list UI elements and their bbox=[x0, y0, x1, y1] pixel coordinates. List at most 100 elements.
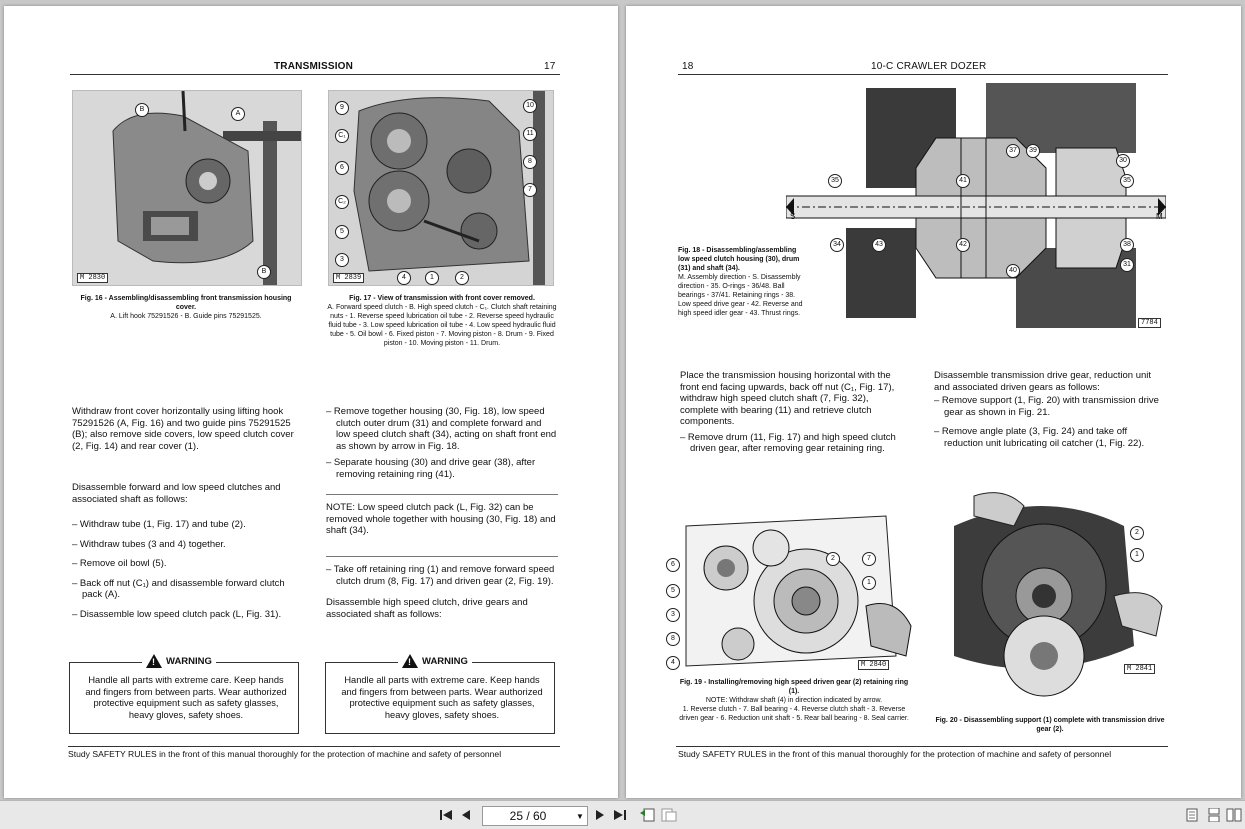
left-warning-text-2: Handle all parts with extreme care. Keep… bbox=[341, 675, 543, 720]
fig-17-tag: M 2839 bbox=[333, 273, 365, 283]
left-page-column-2-lower: – Take off retaining ring (1) and remove… bbox=[326, 564, 558, 620]
prev-page-icon[interactable] bbox=[458, 807, 474, 823]
chevron-down-icon[interactable]: ▼ bbox=[576, 811, 584, 821]
fig-16-caption-body: A. Lift hook 75291526 - B. Guide pins 75… bbox=[110, 313, 262, 320]
fig-19-callout-3: 3 bbox=[666, 608, 680, 622]
footer-rule bbox=[676, 746, 1168, 747]
footer-rule bbox=[68, 746, 560, 747]
fig-18-callout-38: 38 bbox=[1120, 238, 1134, 252]
page-indicator: 25 / 60 bbox=[509, 809, 547, 823]
continuous-page-icon[interactable] bbox=[1206, 807, 1222, 823]
facing-pages-icon[interactable] bbox=[1226, 807, 1242, 823]
fig-18-callout-30: 30 bbox=[1116, 154, 1130, 168]
fig-19-callout-1: 1 bbox=[862, 576, 876, 590]
warning-triangle-icon: ! bbox=[146, 654, 162, 668]
fig-17-callout-3: 3 bbox=[335, 253, 349, 267]
next-page-icon[interactable] bbox=[592, 807, 608, 823]
fig-19-caption-note: NOTE: Withdraw shaft (4) in direction in… bbox=[705, 697, 883, 704]
fig-19-caption-body: 1. Reverse clutch - 7. Ball bearing - 4.… bbox=[679, 706, 909, 722]
fig-18-callout-31: 31 bbox=[1120, 258, 1134, 272]
fig-19-caption-title: Fig. 19 - Installing/removing high speed… bbox=[679, 679, 909, 695]
fig-17-callout-4: 4 bbox=[397, 271, 411, 285]
fig-18-callout-37: 37 bbox=[1006, 144, 1020, 158]
fig-17-callout-5: 5 bbox=[335, 225, 349, 239]
left-page-footer: Study SAFETY RULES in the front of this … bbox=[68, 749, 502, 759]
right-page-footer: Study SAFETY RULES in the front of this … bbox=[678, 749, 1112, 759]
fig-18-callout-42: 42 bbox=[956, 238, 970, 252]
fig-18-caption-body: M. Assembly direction - S. Disassembly d… bbox=[678, 274, 803, 317]
fig-20-illustration bbox=[934, 486, 1164, 712]
fig-16-tag: M 2830 bbox=[77, 273, 109, 283]
page-17: TRANSMISSION 17 M 2830 B A B Fig. 16 - A… bbox=[4, 6, 618, 798]
fig-16-illustration bbox=[73, 91, 301, 285]
fig-19-illustration bbox=[685, 515, 912, 667]
fig-17-callout-10: 10 bbox=[523, 99, 537, 113]
fig-17-photo: M 2839 9 C₁ 6 C₂ 5 3 4 1 2 10 11 8 7 bbox=[328, 90, 554, 286]
fig-20-callout-1: 1 bbox=[1130, 548, 1144, 562]
left-page-column-2: – Remove together housing (30, Fig. 18),… bbox=[326, 406, 558, 480]
right-col2-bullet-1: – Remove support (1, Fig. 20) with trans… bbox=[934, 395, 1159, 418]
fig-18-callout-40: 40 bbox=[1006, 264, 1020, 278]
fig-18-arrow-label-s: S bbox=[790, 212, 796, 221]
page-number-field[interactable]: 25 / 60 ▼ bbox=[482, 806, 588, 826]
right-col2-bullet-2: – Remove angle plate (3, Fig. 24) and ta… bbox=[934, 426, 1145, 449]
fig-20-tag: M 2841 bbox=[1124, 664, 1156, 674]
fig-18-tag: 7784 bbox=[1138, 318, 1161, 328]
left-col1-para-2: Disassemble forward and low speed clutch… bbox=[72, 482, 281, 505]
left-warning-header-2: ! WARNING bbox=[398, 654, 472, 668]
fig-16-photo: M 2830 B A B bbox=[72, 90, 302, 286]
fig-16-caption-title: Fig. 16 - Assembling/disassembling front… bbox=[80, 295, 292, 311]
left-col2-bullet-2: – Separate housing (30) and drive gear (… bbox=[326, 457, 536, 480]
fig-19-tag: M 2840 bbox=[858, 660, 890, 670]
left-col2-rule-2 bbox=[326, 556, 558, 557]
left-warning-header-1: ! WARNING bbox=[142, 654, 216, 668]
header-rule bbox=[70, 74, 560, 75]
fig-19-drawing: M 2840 6 5 3 8 4 2 7 1 bbox=[666, 506, 916, 672]
fig-19-callout-6: 6 bbox=[666, 558, 680, 572]
fig-18-callout-34: 34 bbox=[830, 238, 844, 252]
fig-20-photo: M 2841 2 1 bbox=[934, 486, 1164, 712]
page-header-title: 10-C CRAWLER DOZER bbox=[871, 61, 987, 72]
page-header-title: TRANSMISSION bbox=[274, 61, 354, 72]
fig-17-callout-2: 2 bbox=[455, 271, 469, 285]
left-col2-rule-1 bbox=[326, 494, 558, 495]
forward-view-icon[interactable] bbox=[660, 807, 678, 823]
first-page-icon[interactable] bbox=[438, 807, 454, 823]
fig-18-caption: Fig. 18 - Disassembling/assembling low s… bbox=[678, 246, 808, 318]
warning-triangle-icon: ! bbox=[402, 654, 418, 668]
left-col1-bullet-1: – Withdraw tube (1, Fig. 17) and tube (2… bbox=[72, 519, 246, 530]
left-col2-note: NOTE: Low speed clutch pack (L, Fig. 32)… bbox=[326, 502, 556, 536]
right-page-column-2: Disassemble transmission drive gear, red… bbox=[934, 370, 1168, 449]
fig-18-callout-39: 39 bbox=[1026, 144, 1040, 158]
left-warning-box-1: ! WARNING Handle all parts with extreme … bbox=[69, 654, 299, 734]
fig-19-callout-4: 4 bbox=[666, 656, 680, 670]
right-col1-bullet-1: – Remove drum (11, Fig. 17) and high spe… bbox=[680, 431, 896, 455]
page-number: 17 bbox=[544, 61, 556, 72]
left-col1-bullet-4: – Back off nut (C₁) and disassemble forw… bbox=[72, 577, 285, 601]
fig-18-callout-35b: 35 bbox=[1120, 174, 1134, 188]
fig-17-callout-8: 8 bbox=[523, 155, 537, 169]
left-warning-label-2: WARNING bbox=[422, 655, 468, 667]
fig-20-callout-2: 2 bbox=[1130, 526, 1144, 540]
fig-17-callout-c2: C₂ bbox=[335, 195, 349, 209]
fig-19-callout-8: 8 bbox=[666, 632, 680, 646]
fig-18-caption-title: Fig. 18 - Disassembling/assembling low s… bbox=[678, 247, 800, 272]
left-col2-para: Disassemble high speed clutch, drive gea… bbox=[326, 597, 528, 620]
back-view-icon[interactable] bbox=[638, 807, 656, 823]
left-warning-text-1: Handle all parts with extreme care. Keep… bbox=[85, 675, 287, 720]
fig-16-callout-b2: B bbox=[257, 265, 271, 279]
fig-17-callout-c1: C₁ bbox=[335, 129, 349, 143]
fig-19-callout-5: 5 bbox=[666, 584, 680, 598]
left-warning-label-1: WARNING bbox=[166, 655, 212, 667]
header-rule bbox=[678, 74, 1168, 75]
fig-17-callout-11: 11 bbox=[523, 127, 537, 141]
page-number: 18 bbox=[682, 61, 694, 72]
fig-17-caption: Fig. 17 - View of transmission with fron… bbox=[326, 294, 558, 348]
fig-19-callout-7: 7 bbox=[862, 552, 876, 566]
left-col1-bullet-5: – Disassemble low speed clutch pack (L, … bbox=[72, 608, 282, 620]
page-18: 18 10-C CRAWLER DOZER S M 7784 37 39 30 … bbox=[626, 6, 1241, 798]
fig-18-callout-43: 43 bbox=[872, 238, 886, 252]
left-warning-box-2: ! WARNING Handle all parts with extreme … bbox=[325, 654, 555, 734]
last-page-icon[interactable] bbox=[612, 807, 628, 823]
single-page-icon[interactable] bbox=[1184, 807, 1200, 823]
